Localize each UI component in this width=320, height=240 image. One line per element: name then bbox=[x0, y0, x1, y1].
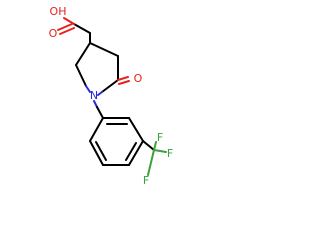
bond-c2-n-nitrogen bbox=[85, 85, 91, 93]
bond-c5-o-a bbox=[117, 76, 129, 81]
ring-bond-3 bbox=[128, 140, 144, 166]
bond-c3-c4 bbox=[89, 42, 119, 57]
nitrogen-label: N bbox=[90, 89, 98, 102]
structure-diagram: OH O O N F F F bbox=[49, 5, 174, 187]
bond-n-aryl-carbon bbox=[96, 106, 104, 119]
carboxyl-oxygen-label: O bbox=[49, 27, 58, 40]
bond-c5-o-b bbox=[118, 80, 130, 85]
ring-bond-2 bbox=[128, 117, 144, 142]
bond-c-f1 bbox=[153, 141, 157, 151]
bond-n-aryl-nitrogen bbox=[93, 100, 98, 108]
bond-c-o-double-b bbox=[59, 27, 75, 35]
ring-bond-5 bbox=[89, 140, 104, 166]
ring-bond-6 bbox=[89, 117, 104, 142]
bond-c5-n-nitrogen bbox=[97, 91, 103, 96]
bond-c-f2 bbox=[153, 149, 167, 153]
bond-c-f3 bbox=[147, 149, 155, 176]
fluorine-label-1: F bbox=[157, 131, 163, 144]
fluorine-label-2: F bbox=[167, 147, 173, 160]
bond-aryl-cf3 bbox=[142, 140, 155, 151]
ring-double-3 bbox=[95, 141, 107, 161]
fluorine-label-3: F bbox=[143, 174, 149, 187]
bond-c3-c2 bbox=[75, 42, 91, 66]
bond-c2-n-carbon bbox=[75, 64, 87, 87]
molecule-drawing: OH O O N F F F bbox=[49, 5, 174, 187]
hydroxyl-label: OH bbox=[50, 5, 67, 18]
lactam-oxygen-label: O bbox=[134, 72, 143, 85]
bond-c-c-carboxyl bbox=[73, 23, 91, 34]
ring-double-2 bbox=[125, 142, 137, 161]
bond-c-o-double-a bbox=[57, 23, 73, 31]
bond-c5-n-carbon bbox=[101, 79, 119, 93]
bond-c-oh bbox=[63, 17, 75, 25]
